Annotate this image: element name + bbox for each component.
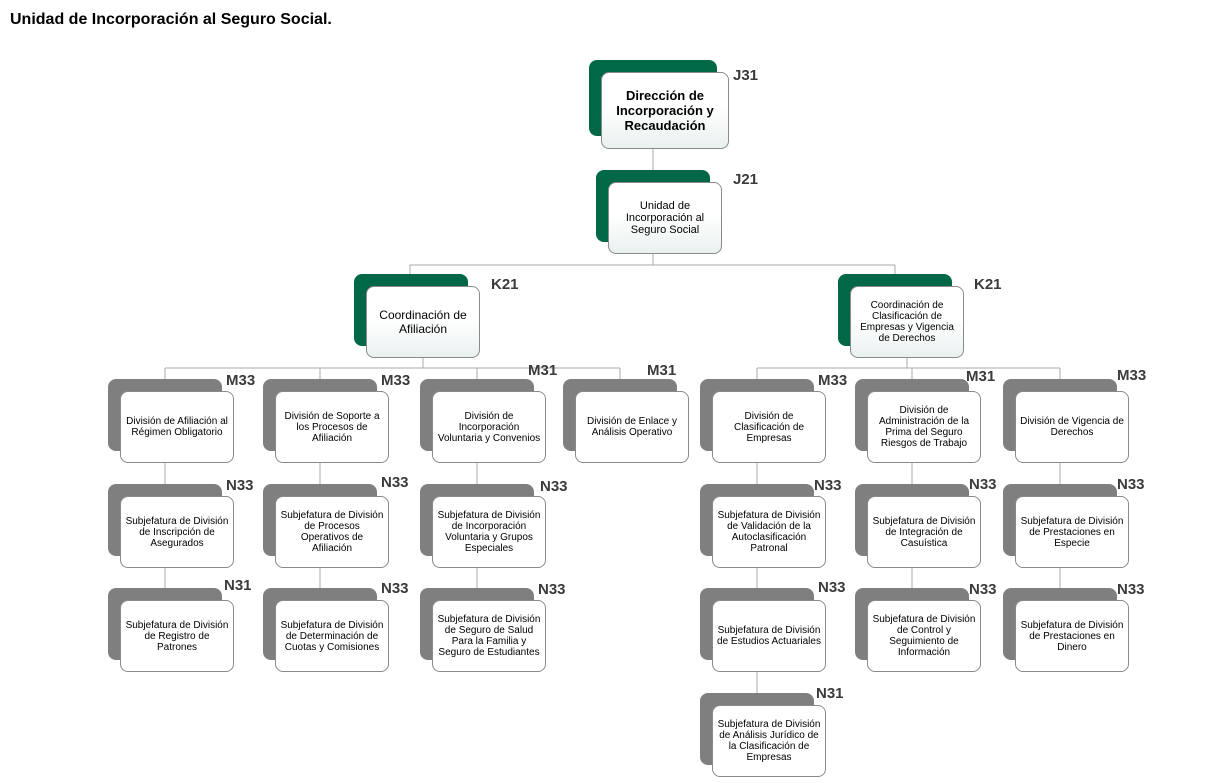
node-sub-inscripcion-asegurados-code: N33: [226, 477, 254, 494]
node-sub-prestaciones-dinero-code: N33: [1117, 581, 1145, 598]
node-div-clasificacion-empresas-code: M33: [818, 372, 848, 389]
node-unidad-label: Unidad de Incorporación al Seguro Social: [608, 182, 722, 254]
node-div-enlace-analisis-label: División de Enlace y Análisis Operativo: [575, 391, 689, 463]
node-coord-afiliacion-code: K21: [491, 276, 519, 293]
node-sub-analisis-juridico-label: Subjefatura de División de Análisis Jurí…: [712, 705, 826, 777]
node-sub-estudios-actuariales-label: Subjefatura de División de Estudios Actu…: [712, 600, 826, 672]
node-coord-clasificacion-code: K21: [974, 276, 1002, 293]
node-sub-control-seguimiento-code: N33: [969, 581, 997, 598]
node-div-incorporacion-voluntaria-code: M31: [528, 362, 558, 379]
node-sub-analisis-juridico-code: N31: [816, 685, 844, 702]
node-sub-incorporacion-grupos-label: Subjefatura de División de Incorporación…: [432, 496, 546, 568]
node-sub-prestaciones-dinero-label: Subjefatura de División de Prestaciones …: [1015, 600, 1129, 672]
node-sub-integracion-casuistica-label: Subjefatura de División de Integración d…: [867, 496, 981, 568]
node-sub-seguro-salud-label: Subjefatura de División de Seguro de Sal…: [432, 600, 546, 672]
node-div-administracion-prima-code: M31: [966, 368, 996, 385]
node-div-soporte-procesos-label: División de Soporte a los Procesos de Af…: [275, 391, 389, 463]
node-div-administracion-prima-label: División de Administración de la Prima d…: [867, 391, 981, 463]
node-div-vigencia-derechos-label: División de Vigencia de Derechos: [1015, 391, 1129, 463]
node-sub-estudios-actuariales-code: N33: [818, 579, 846, 596]
node-coord-clasificacion-label: Coordinación de Clasificación de Empresa…: [850, 286, 964, 358]
node-sub-procesos-operativos-label: Subjefatura de División de Procesos Oper…: [275, 496, 389, 568]
node-sub-registro-patrones-label: Subjefatura de División de Registro de P…: [120, 600, 234, 672]
node-div-incorporacion-voluntaria-label: División de Incorporación Voluntaria y C…: [432, 391, 546, 463]
node-sub-determinacion-cuotas-label: Subjefatura de División de Determinación…: [275, 600, 389, 672]
node-sub-incorporacion-grupos-code: N33: [540, 478, 568, 495]
node-sub-registro-patrones-code: N31: [224, 577, 252, 594]
node-div-soporte-procesos-code: M33: [381, 372, 411, 389]
node-sub-control-seguimiento-label: Subjefatura de División de Control y Seg…: [867, 600, 981, 672]
node-div-afiliacion-regimen-code: M33: [226, 372, 256, 389]
node-sub-procesos-operativos-code: N33: [381, 474, 409, 491]
node-coord-afiliacion-label: Coordinación de Afiliación: [366, 286, 480, 358]
node-div-enlace-analisis-code: M31: [647, 362, 677, 379]
node-sub-validacion-autoclasificacion-code: N33: [814, 477, 842, 494]
node-direccion-code: J31: [733, 67, 759, 84]
node-div-vigencia-derechos-code: M33: [1117, 367, 1147, 384]
node-unidad-code: J21: [733, 171, 759, 188]
node-sub-seguro-salud-code: N33: [538, 581, 566, 598]
node-sub-prestaciones-especie-label: Subjefatura de División de Prestaciones …: [1015, 496, 1129, 568]
node-sub-integracion-casuistica-code: N33: [969, 476, 997, 493]
node-direccion-label: Dirección de Incorporación y Recaudación: [601, 72, 729, 149]
node-div-clasificacion-empresas-label: División de Clasificación de Empresas: [712, 391, 826, 463]
node-sub-determinacion-cuotas-code: N33: [381, 580, 409, 597]
node-div-afiliacion-regimen-label: División de Afiliación al Régimen Obliga…: [120, 391, 234, 463]
node-sub-prestaciones-especie-code: N33: [1117, 476, 1145, 493]
node-sub-inscripcion-asegurados-label: Subjefatura de División de Inscripción d…: [120, 496, 234, 568]
node-sub-validacion-autoclasificacion-label: Subjefatura de División de Validación de…: [712, 496, 826, 568]
page-title: Unidad de Incorporación al Seguro Social…: [10, 11, 332, 28]
